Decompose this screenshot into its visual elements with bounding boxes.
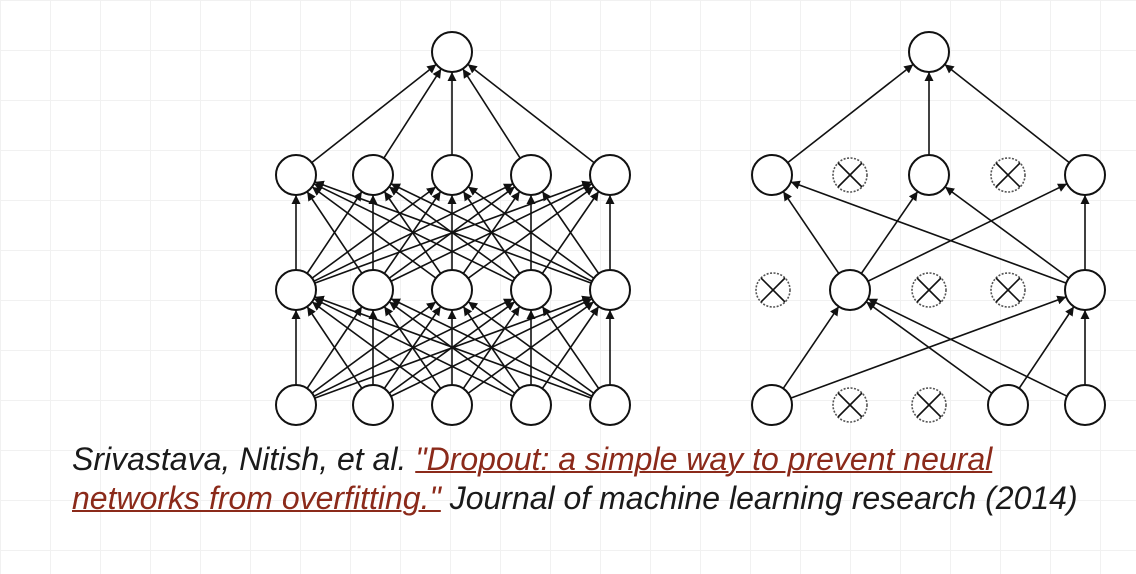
connection-arrow [383,68,442,159]
hidden-unit [510,154,552,196]
input-unit [589,384,631,426]
paper-title-link[interactable]: "Dropout: a simple way to prevent neural… [72,441,993,516]
connection-arrow [467,63,595,164]
connection-arrow [311,301,437,394]
input-unit [431,384,473,426]
thinned-neural-net [751,31,1106,426]
connection-arrow [313,183,514,282]
connection-arrow [944,186,1070,279]
output-unit [908,31,950,73]
connection-arrow [865,301,993,394]
dropped-unit-icon [990,272,1026,308]
connection-arrow [314,295,592,399]
connection-arrow [306,191,363,274]
input-unit [352,384,394,426]
output-unit [431,31,473,73]
hidden-unit [1064,269,1106,311]
connection-arrow [467,186,595,279]
connection-arrow [390,298,593,397]
connection-arrow [306,306,363,389]
connection-arrow [782,306,840,389]
connection-arrow [313,298,514,397]
hidden-unit [431,269,473,311]
citation-caption: Srivastava, Nitish, et al. "Dropout: a s… [72,440,1112,518]
connection-arrow [867,298,1068,397]
hidden-unit [352,269,394,311]
hidden-unit [589,269,631,311]
dropped-unit-icon [755,272,791,308]
hidden-unit [431,154,473,196]
input-unit [751,384,793,426]
citation-authors: Srivastava, Nitish, et al. [72,441,416,477]
dropped-unit-icon [832,387,868,423]
dropout-figure [275,31,1106,426]
connection-arrow [314,180,592,284]
connection-arrow [541,191,600,274]
connection-arrow [467,301,595,394]
connection-arrow [790,180,1067,284]
connection-arrow [311,63,437,164]
connection-arrow [541,306,600,389]
connection-arrow [867,183,1068,282]
hidden-unit [510,269,552,311]
standard-neural-net [275,31,631,426]
hidden-unit [829,269,871,311]
input-unit [275,384,317,426]
connection-arrow [860,191,919,274]
hidden-unit [908,154,950,196]
dropped-unit-icon [911,272,947,308]
input-unit [987,384,1029,426]
connection-arrow [462,68,521,159]
hidden-unit [275,269,317,311]
dropped-unit-icon [832,157,868,193]
input-unit [510,384,552,426]
dropped-unit-icon [990,157,1026,193]
connection-arrow [390,183,593,282]
hidden-unit [751,154,793,196]
dropped-unit-icon [911,387,947,423]
hidden-unit [589,154,631,196]
hidden-unit [352,154,394,196]
connection-arrow [787,63,914,164]
input-unit [1064,384,1106,426]
hidden-unit [1064,154,1106,196]
connection-arrow [1018,306,1075,389]
citation-venue: Journal of machine learning research (20… [440,480,1078,516]
connection-arrow [311,186,437,279]
hidden-unit [275,154,317,196]
connection-arrow [782,191,840,274]
connection-arrow [944,63,1070,164]
